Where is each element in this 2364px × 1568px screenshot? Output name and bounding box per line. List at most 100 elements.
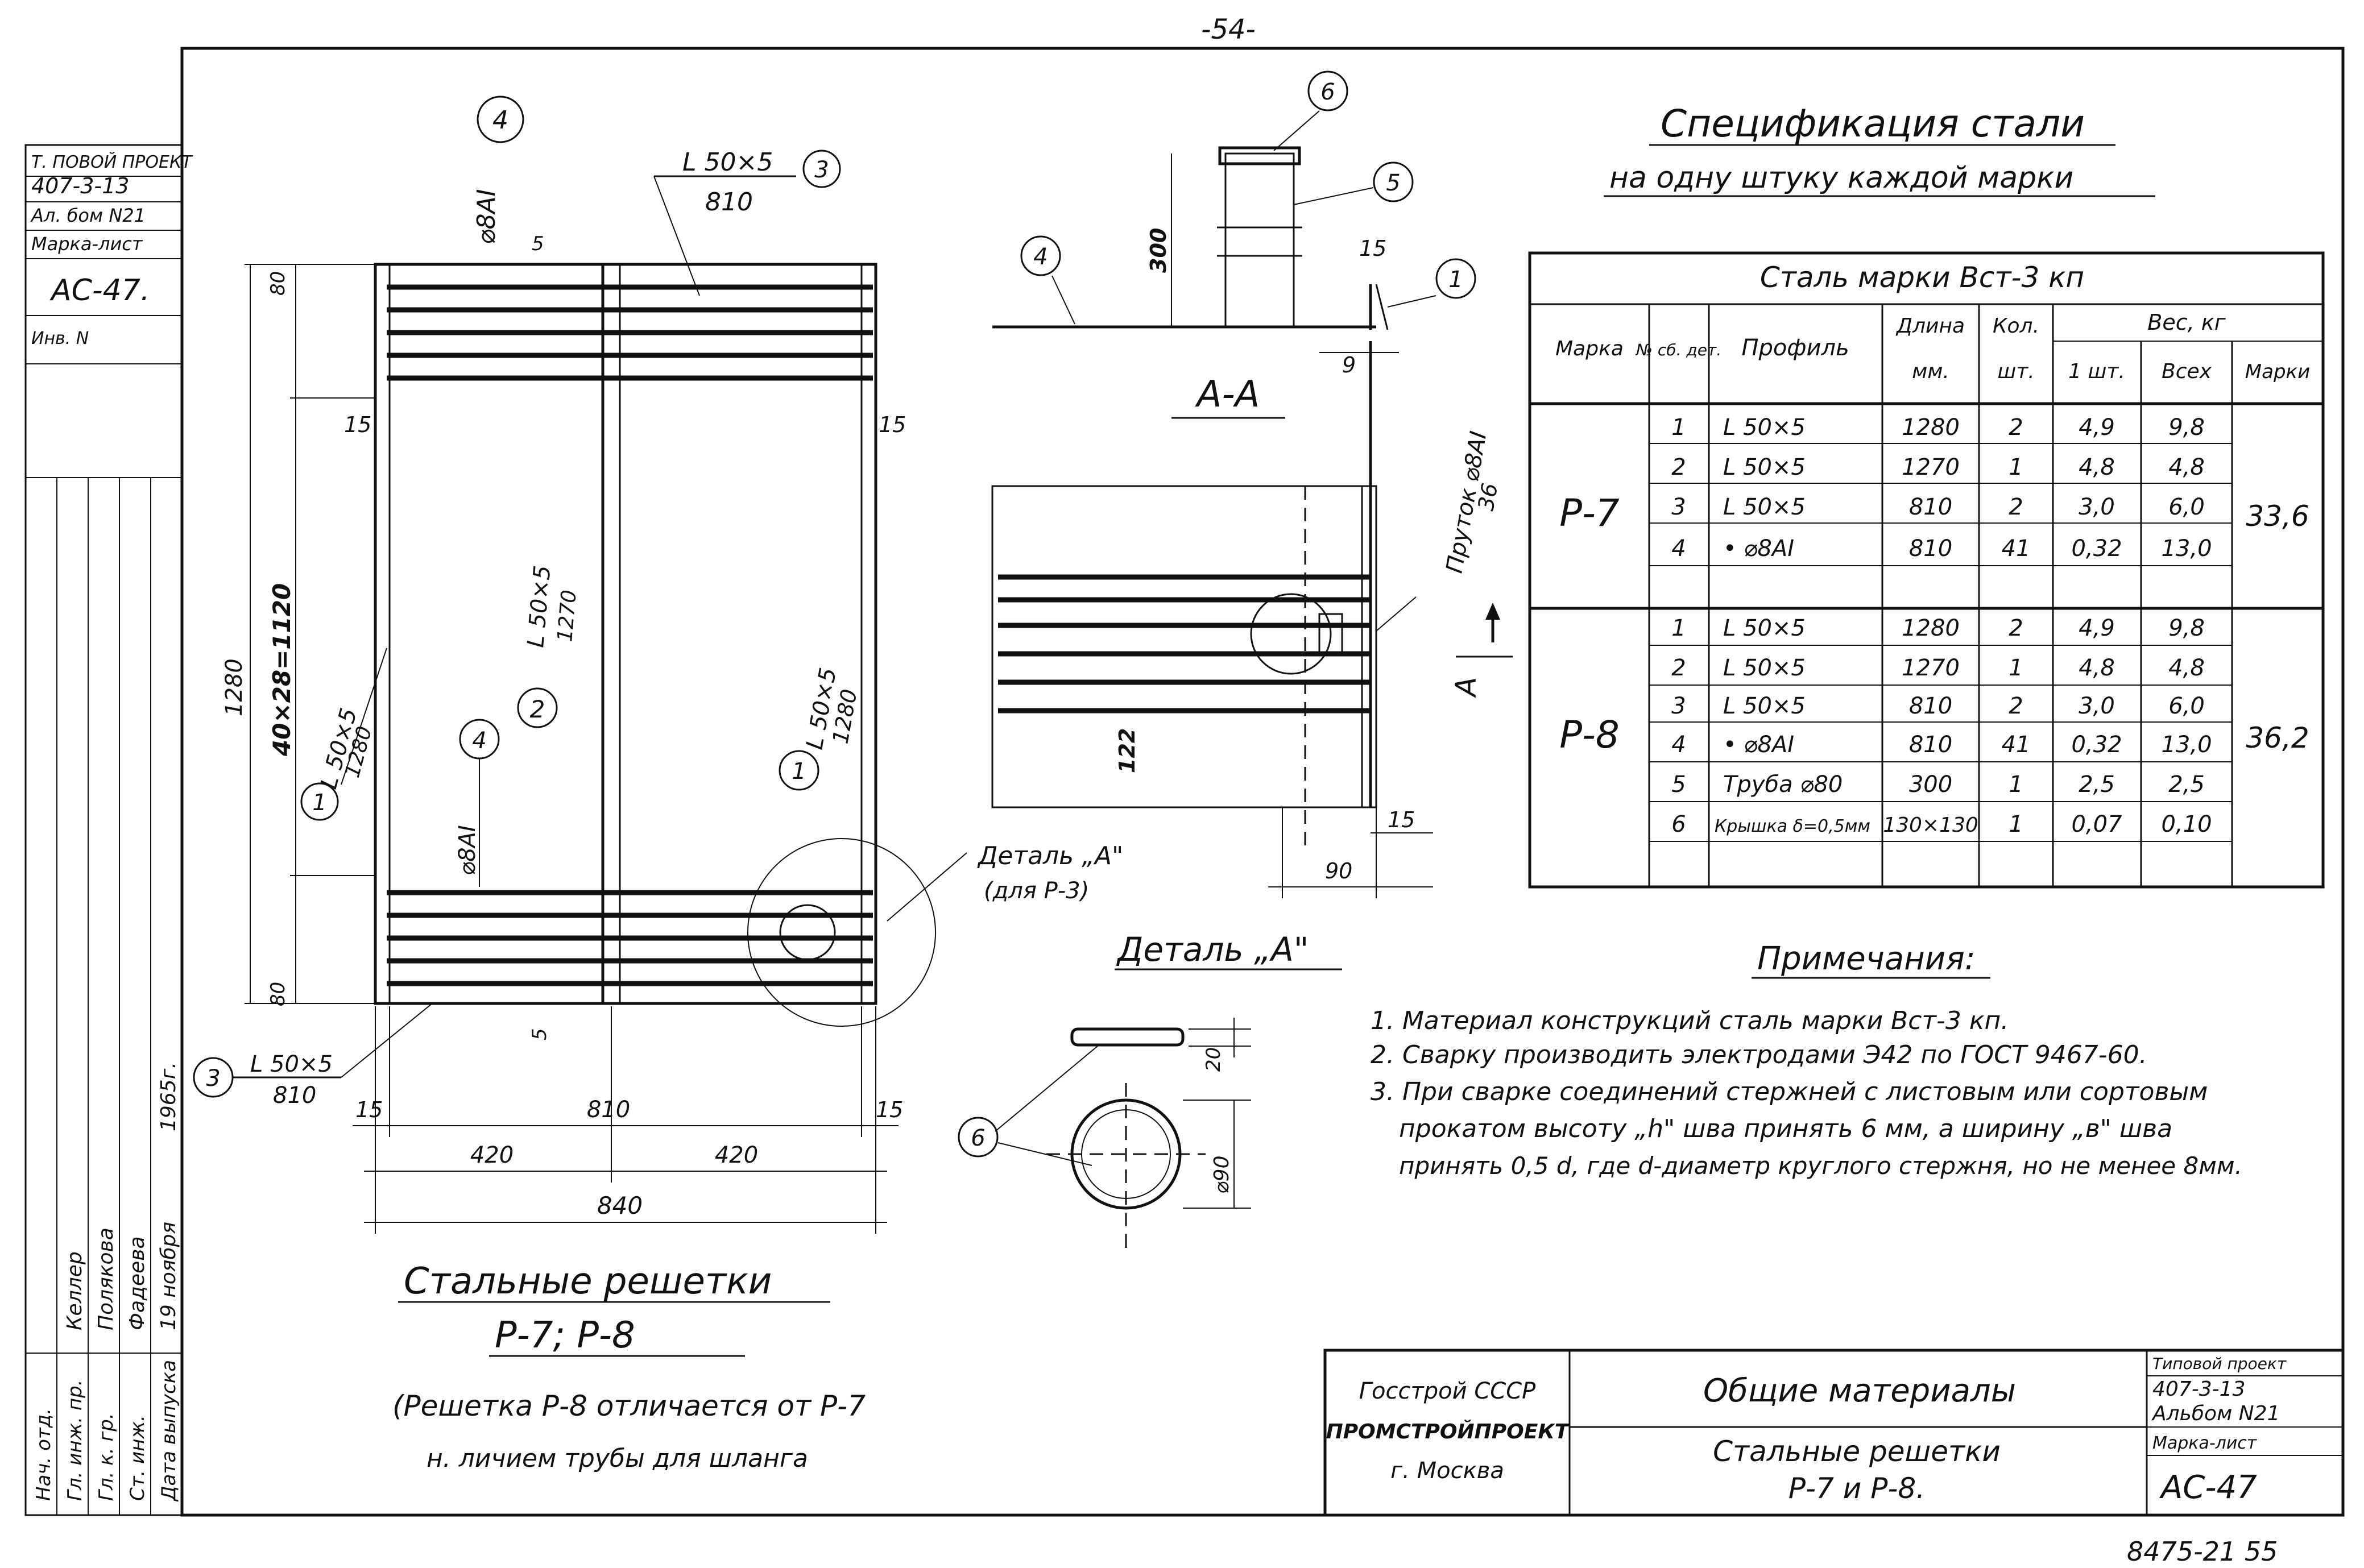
- detail-a-dim-20: 20: [1202, 1047, 1225, 1072]
- dim-840: 840: [597, 1192, 643, 1219]
- cell-part-no: 3: [1671, 693, 1686, 719]
- title-org-2: ПРОМСТРОЙПРОЕКТ: [1326, 1420, 1570, 1443]
- page-number-bottom: 8475-21 55: [2127, 1536, 2278, 1567]
- spec-steel-grade: Сталь марки Вст-3 кп: [1760, 261, 2084, 294]
- bottom-angle-bubble: 3: [206, 1065, 220, 1092]
- mid-angle-bubble: 2: [530, 695, 545, 723]
- detail-a-reference-note: (для Р-3): [984, 878, 1089, 904]
- table-row: 3 L 50×5 810 2 3,0 6,0: [1671, 693, 2205, 719]
- spec-header-total: Всех: [2162, 360, 2212, 383]
- detail-a: Деталь „А" 6 20 ⌀90: [958, 930, 1342, 1251]
- title-sheet-value: АС-47: [2159, 1469, 2257, 1506]
- cell-length: 1280: [1902, 414, 1960, 441]
- cell-profile: • ⌀8AI: [1723, 732, 1794, 758]
- cell-qty: 1: [2009, 811, 2023, 837]
- spec-header-qty-unit: шт.: [1997, 360, 2034, 383]
- section-rod-length: 36: [1473, 481, 1503, 512]
- spec-header-length: Длина: [1895, 314, 1965, 338]
- section-dim-15: 15: [1359, 236, 1386, 261]
- cell-part-no: 6: [1671, 811, 1686, 837]
- cell-qty: 1: [2009, 771, 2023, 798]
- cell-weight-piece: 4,9: [2079, 414, 2115, 441]
- section-dim-15-bottom: 15: [1388, 807, 1415, 832]
- spec-subtitle: на одну штуку каждой марки: [1609, 161, 2073, 195]
- cell-profile: L 50×5: [1723, 454, 1806, 480]
- dim-80-top: 80: [267, 271, 289, 296]
- grating-plan-view: L 50×5 810 3 4 ⌀8AI 5 1280 40×28=1120 80…: [193, 96, 1123, 1234]
- side-stamp-role-2: Гл. инж. пр.: [64, 1380, 86, 1501]
- section-bubble-4: 4: [1033, 244, 1048, 270]
- bottom-angle-label: L 50×5: [250, 1051, 333, 1077]
- section-bubble-1: 1: [1448, 267, 1463, 293]
- table-row: 3 L 50×5 810 2 3,0 6,0: [1671, 494, 2205, 520]
- table-row: 2 L 50×5 1270 1 4,8 4,8: [1671, 655, 2205, 681]
- cell-weight-piece: 3,0: [2079, 494, 2115, 520]
- cell-length: 300: [1909, 771, 1952, 798]
- cell-part-no: 2: [1671, 655, 1686, 681]
- top-angle-length: 810: [705, 188, 753, 217]
- detail-a-callout-circle: [747, 838, 936, 1027]
- section-cut-mark: А: [1450, 677, 1483, 698]
- spec-header-length-unit: мм.: [1912, 360, 1949, 383]
- cell-qty: 2: [2009, 414, 2023, 441]
- cell-qty: 2: [2009, 693, 2023, 719]
- caption-note-line-2: н. личием трубы для шланга: [427, 1444, 808, 1473]
- cell-weight-total: 6,0: [2168, 693, 2205, 719]
- cell-qty: 41: [2002, 732, 2031, 758]
- side-stamp-sheet-label: Марка-лист: [31, 233, 143, 255]
- dim-420-left: 420: [470, 1142, 514, 1168]
- mid-angle-length: 1270: [553, 589, 581, 643]
- note-line-4: прокатом высоту „h" шва принять 6 мм, а …: [1399, 1114, 2172, 1143]
- cell-profile: • ⌀8AI: [1723, 536, 1794, 562]
- spec-header-qty: Кол.: [1993, 314, 2039, 338]
- title-block: Госстрой СССР ПРОМСТРОЙПРОЕКТ г. Москва …: [1323, 1349, 2345, 1517]
- cell-part-no: 1: [1671, 615, 1686, 641]
- side-stamp-year: 1965г.: [157, 1062, 180, 1131]
- cell-profile: L 50×5: [1723, 494, 1806, 520]
- spec-header-part-no: № сб. дет.: [1635, 341, 1721, 359]
- cell-weight-total: 13,0: [2161, 536, 2212, 562]
- side-stamp-date: 19 ноября: [157, 1222, 180, 1330]
- section-a-a-title: А-А: [1195, 374, 1260, 416]
- left-angle-bubble: 1: [312, 790, 326, 816]
- title-project-code: 407-3-13: [2152, 1378, 2245, 1401]
- cell-part-no: 4: [1671, 536, 1686, 562]
- table-row: 4 • ⌀8AI 810 41 0,32 13,0: [1671, 732, 2212, 758]
- dim-80-bottom: 80: [267, 982, 289, 1006]
- note-line-3: 3. При сварке соединений стержней с лист…: [1371, 1077, 2208, 1106]
- cell-weight-piece: 2,5: [2079, 771, 2115, 798]
- side-stamp-role-3: Гл. к. гр.: [95, 1413, 118, 1501]
- top-rod-group: [387, 284, 873, 381]
- detail-a-title: Деталь „А": [1116, 930, 1309, 969]
- cell-length: 810: [1909, 732, 1952, 758]
- title-org-3: г. Москва: [1390, 1458, 1504, 1484]
- cell-weight-piece: 4,8: [2079, 655, 2115, 681]
- cell-weight-total: 0,10: [2161, 811, 2212, 837]
- rod-bubble-top: 4: [492, 106, 508, 135]
- cell-length: 130×130: [1883, 814, 1978, 837]
- notes: Примечания: 1. Материал конструкций стал…: [1371, 940, 2242, 1180]
- section-bubble-5: 5: [1386, 170, 1400, 196]
- cell-length: 1270: [1902, 454, 1960, 480]
- cell-weight-total: 2,5: [2168, 771, 2205, 798]
- cell-length: 1280: [1902, 615, 1960, 641]
- cell-profile: L 50×5: [1723, 615, 1806, 641]
- page-number-top: -54-: [1201, 14, 1256, 45]
- cell-profile: L 50×5: [1723, 693, 1806, 719]
- section-dim-122: 122: [1115, 728, 1140, 773]
- spec-group-2-mark-weight: 36,2: [2246, 721, 2309, 754]
- title-section: Общие материалы: [1703, 1372, 2016, 1409]
- main-caption: Стальные решетки Р-7; Р-8 (Решетка Р-8 о…: [392, 1260, 866, 1473]
- side-stamp: Т. ПОВОЙ ПРОЕКТ 407-3-13 Ал. бом N21 Мар…: [24, 144, 193, 1516]
- spec-header-profile: Профиль: [1741, 335, 1849, 361]
- side-stamp-name-3: Фадеева: [126, 1236, 149, 1330]
- cell-part-no: 2: [1671, 454, 1686, 480]
- section-rods: [998, 574, 1371, 714]
- side-stamp-role-1: Нач. отд.: [32, 1408, 55, 1501]
- top-angle-bubble: 3: [814, 157, 829, 183]
- spec-header-mark: Марка: [1555, 337, 1624, 360]
- cell-length: 1270: [1902, 655, 1960, 681]
- cell-weight-piece: 0,32: [2071, 536, 2122, 562]
- spec-header-per-piece: 1 шт.: [2068, 360, 2125, 383]
- cell-part-no: 4: [1671, 732, 1686, 758]
